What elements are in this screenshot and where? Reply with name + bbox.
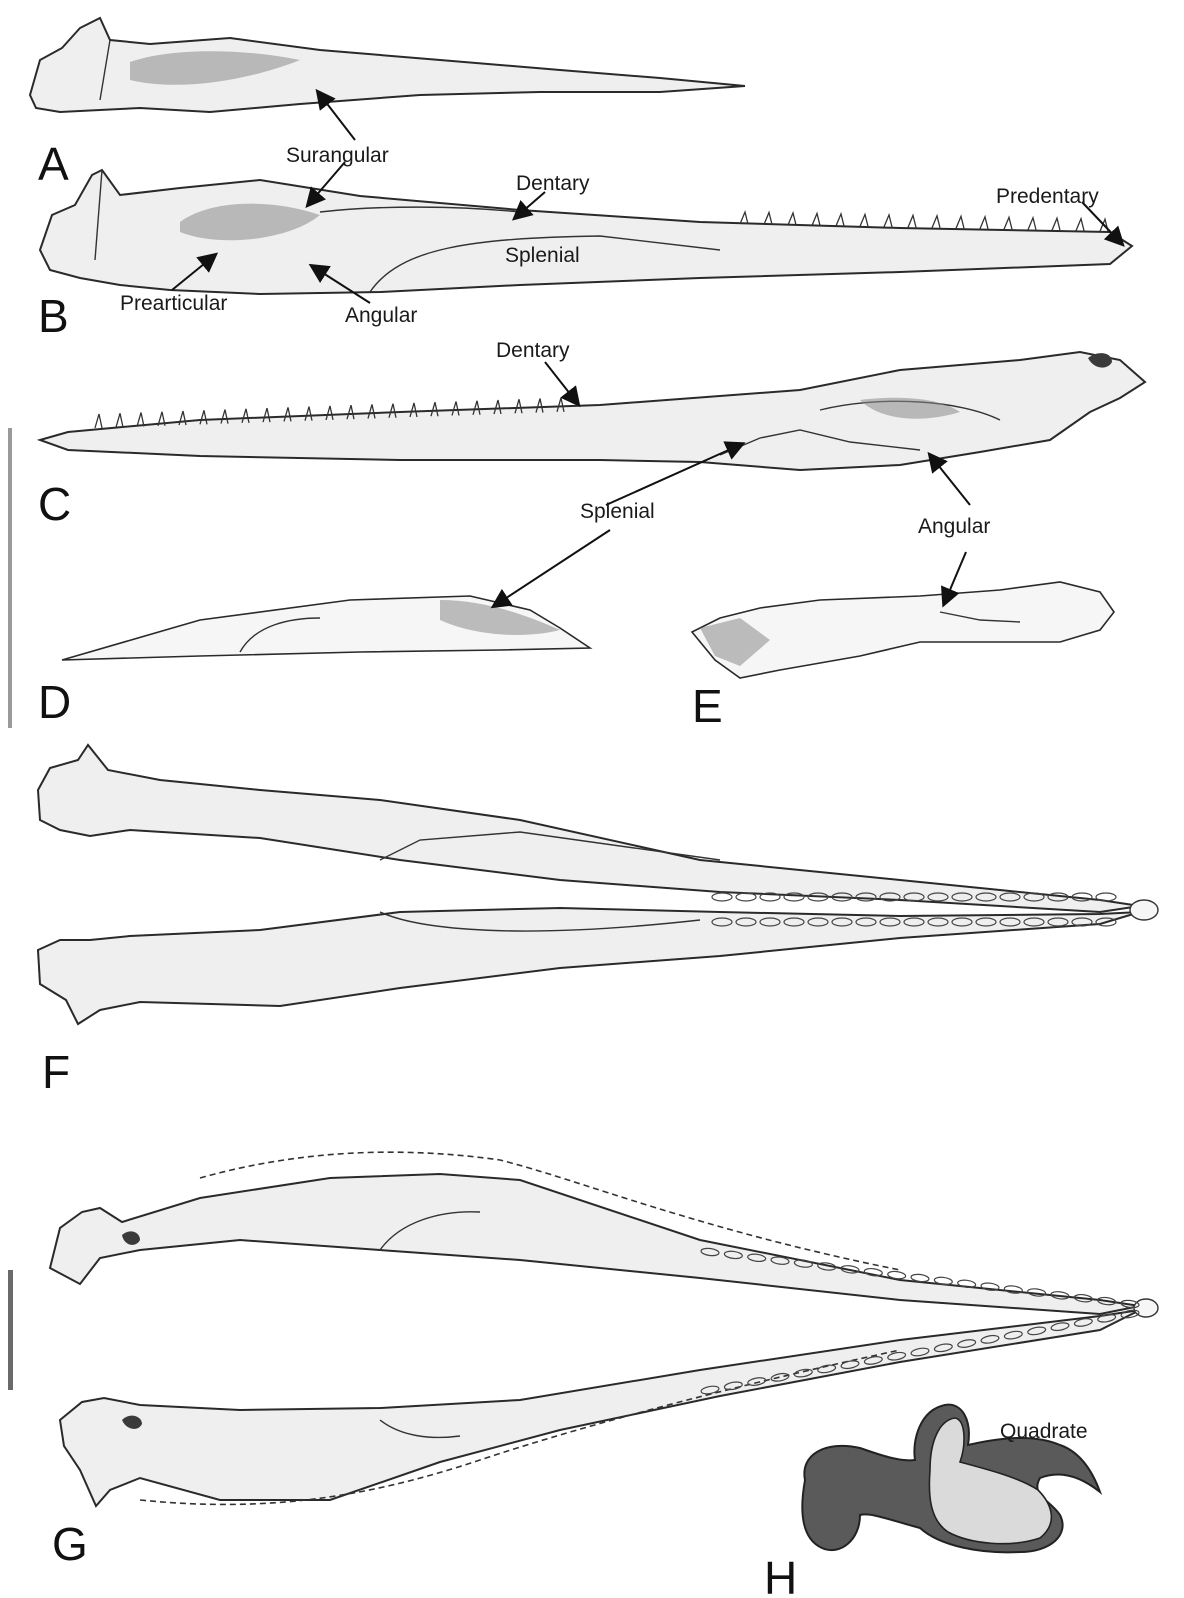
tooth [884,215,892,227]
bone-d-splenial [62,596,590,660]
bone-f-upper-ramus [38,745,1140,912]
panel-label-f: F [42,1046,70,1098]
panel-label-b: B [38,290,69,342]
panel-label-a: A [38,138,69,190]
bone-c-mandible [40,352,1145,470]
panel-label-e: E [692,680,723,732]
arrow-angular-c [930,455,970,505]
symphysis-f [1130,900,1158,920]
scan-edge-bar [8,1270,13,1390]
tooth [764,212,772,224]
label-surangular: Surangular [286,144,389,167]
bone-g-upper-ramus [50,1152,1140,1314]
alveolus [1096,893,1116,901]
label-splenial-c: Splenial [580,500,655,523]
tooth [836,214,844,226]
bone-a-surangular [30,18,745,112]
tooth [860,214,868,226]
tooth [932,216,940,228]
tooth [980,217,988,229]
scan-edge-bar [8,428,12,728]
panel-label-g: G [52,1518,88,1570]
tooth [956,216,964,228]
panel-label-c: C [38,478,71,530]
label-quadrate: Quadrate [1000,1420,1088,1443]
tooth [1028,218,1036,230]
tooth [740,212,748,224]
alveolus [736,893,756,901]
tooth [788,213,796,225]
tooth [1076,219,1084,231]
label-dentary-c: Dentary [496,339,570,362]
bone-e-angular [692,582,1114,678]
tooth [116,413,123,427]
label-angular-b: Angular [345,304,417,327]
label-predentary: Predentary [996,185,1099,208]
bone-f-lower-ramus [38,908,1140,1024]
panel-label-h: H [764,1552,797,1598]
tooth [1052,218,1060,230]
label-prearticular: Prearticular [120,292,227,315]
tooth [95,414,102,428]
tooth [812,213,820,225]
label-dentary-b: Dentary [516,172,590,195]
alveolus [712,893,732,901]
label-angular-c: Angular [918,515,990,538]
arrow-splenial-d [494,530,610,606]
panel-label-d: D [38,676,71,728]
tooth [908,215,916,227]
label-splenial-b: Splenial [505,244,580,267]
tooth [1004,217,1012,229]
